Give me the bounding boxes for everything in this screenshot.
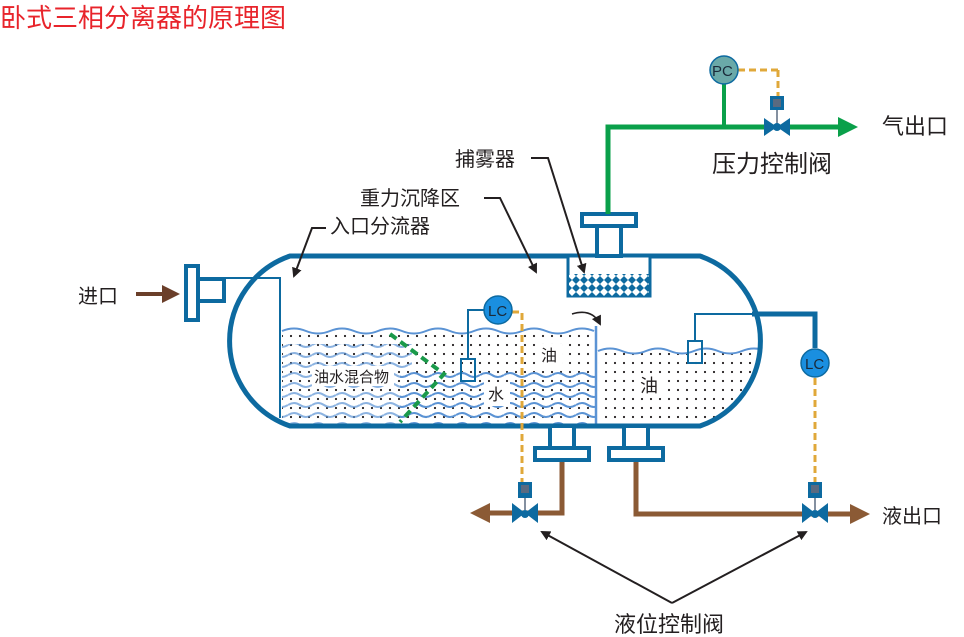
level-control-valve-label: 液位控制阀 — [614, 613, 724, 637]
gravity-settling-leader — [484, 197, 537, 274]
oil-lc-float-line — [694, 313, 760, 341]
pressure-control-valve-label: 压力控制阀 — [712, 150, 832, 178]
mist-extractor-leader — [531, 157, 587, 274]
oil-chamber-label: 油 — [640, 376, 658, 397]
mist-extractor-label: 捕雾器 — [455, 147, 515, 171]
water-lc-signal-line — [512, 310, 524, 484]
level-valve-leader-left — [540, 531, 673, 604]
inlet-diverter-label: 入口分流器 — [330, 214, 430, 238]
oil-water-mixture-label: 油水混合物 — [314, 368, 389, 386]
mixture-label-bg — [312, 366, 394, 386]
inlet-label: 进口 — [78, 284, 118, 308]
gas-arrowhead-icon — [838, 117, 858, 137]
liquid-outlet-label: 液出口 — [882, 504, 942, 528]
vessel-shell — [227, 253, 763, 429]
inlet-nozzle — [184, 264, 226, 322]
level-valve-leader-right — [671, 531, 808, 604]
liquid-surface-right — [597, 347, 761, 355]
water-level-controller[interactable]: LC — [483, 295, 513, 325]
water-outlet-line — [486, 462, 565, 516]
inlet-diverter-plate — [224, 277, 281, 418]
gravity-settling-zone-label: 重力沉降区 — [360, 186, 460, 210]
overflow-arrow-icon — [571, 311, 601, 326]
water-outlet-arrowhead-icon — [470, 503, 490, 523]
oil-lc-connector — [752, 311, 818, 348]
pressure-control-valve-icon[interactable] — [764, 96, 790, 136]
gas-outlet-label: 气出口 — [882, 115, 948, 140]
oil-outlet-nozzle — [607, 424, 665, 462]
mist-extractor-mesh — [569, 274, 649, 296]
coalescing-plate — [388, 332, 447, 424]
oil-outlet-line — [633, 462, 852, 517]
pc-label: PC — [712, 63, 733, 80]
lc-oil-label: LC — [805, 356, 824, 373]
liquid-surface-left — [281, 327, 595, 335]
oil-layer-label: 油 — [541, 346, 557, 365]
liquid-outlet-arrowhead-icon — [850, 504, 870, 524]
oil-label-bg — [538, 344, 562, 366]
diagram-title: 卧式三相分离器的原理图 — [0, 4, 286, 34]
inlet-diverter-leader — [292, 227, 326, 278]
oil-level-control-valve-icon[interactable] — [802, 482, 828, 523]
oil-level-controller[interactable]: LC — [800, 348, 830, 378]
water-outlet-nozzle — [533, 424, 591, 462]
pressure-controller[interactable]: PC — [709, 55, 739, 85]
gas-outlet-nozzle — [580, 212, 638, 258]
water-lc-float-line — [467, 309, 484, 359]
water-layer-label: 水 — [488, 385, 504, 404]
water-label-bg — [484, 382, 510, 406]
water-level-control-valve-icon[interactable] — [512, 482, 538, 523]
oil-chamber-label-bg — [636, 374, 662, 398]
inlet-arrowhead-icon — [162, 285, 180, 303]
lc-water-label: LC — [488, 303, 507, 320]
